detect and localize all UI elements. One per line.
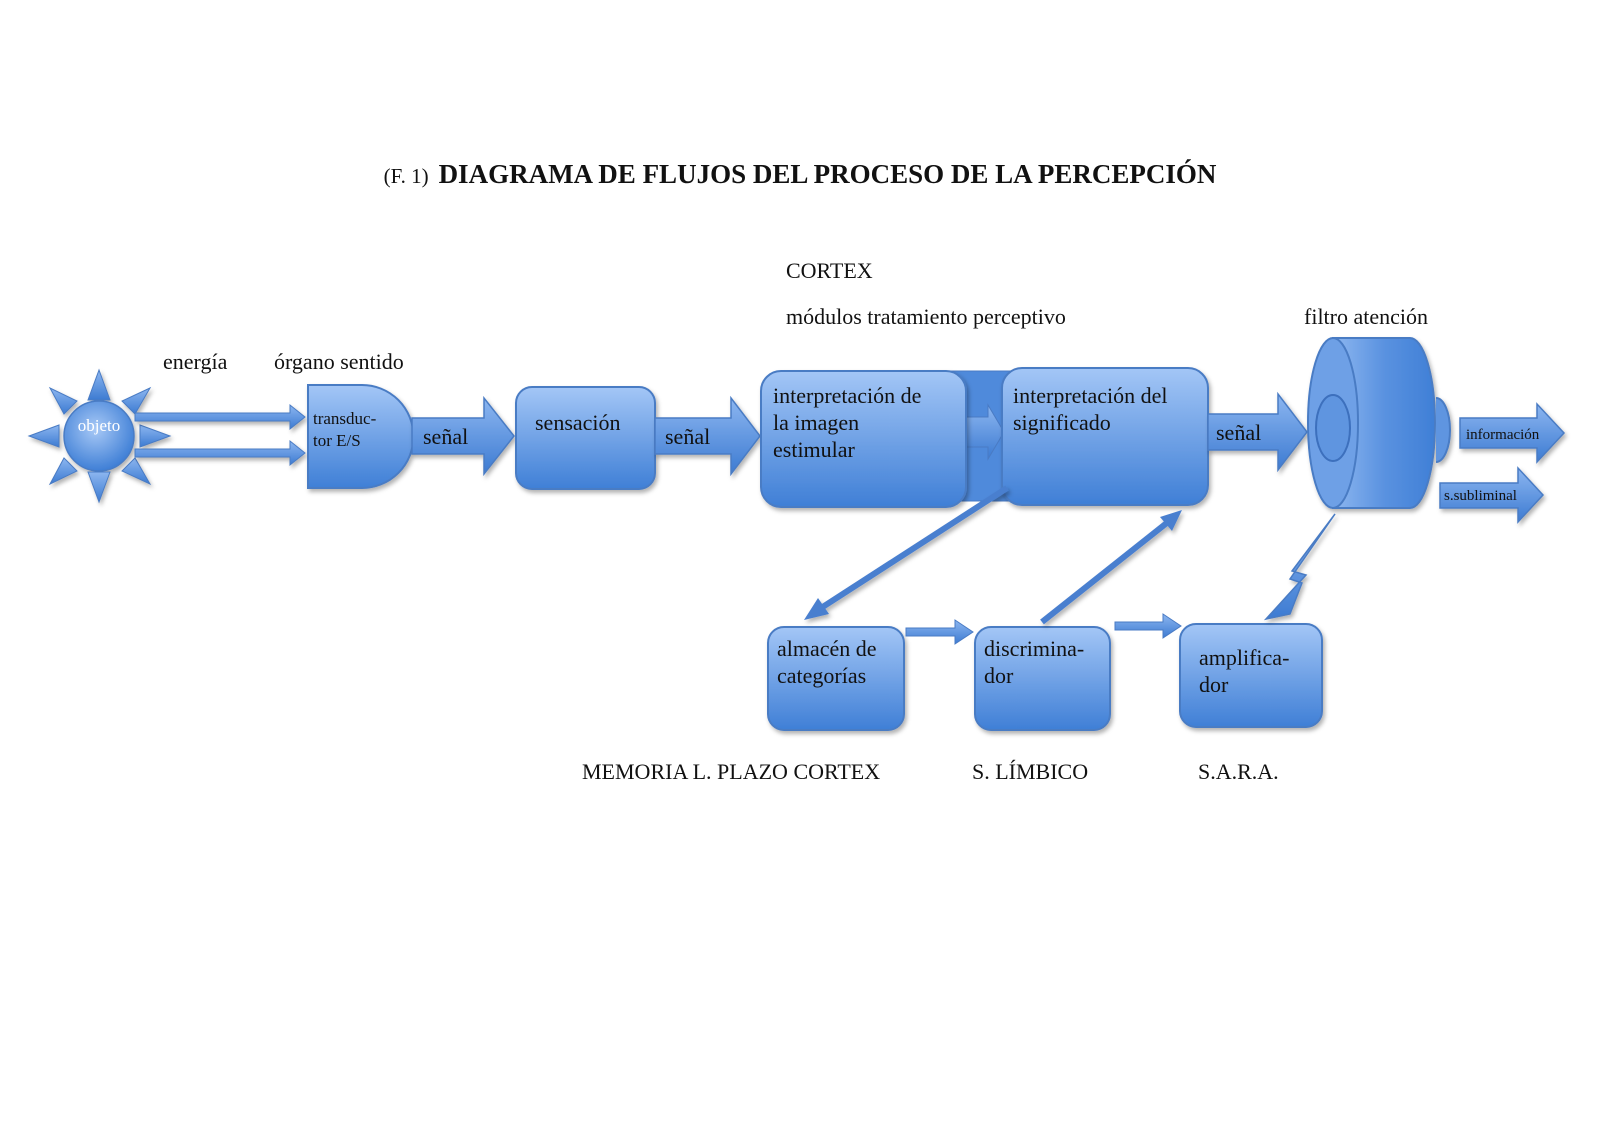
transductor-line-2: tor E/S xyxy=(313,431,361,450)
significado-to-almacen-arrow xyxy=(804,485,1009,620)
interp-imagen-label: interpretación de la imagen estimular xyxy=(773,383,927,462)
senal-label-2: señal xyxy=(665,424,710,449)
filtro-atencion-node xyxy=(1307,337,1451,509)
transductor-line-1: transduc- xyxy=(313,409,377,428)
senal-label-1: señal xyxy=(423,424,468,449)
diagram-title: (F. 1) DIAGRAMA DE FLUJOS DEL PROCESO DE… xyxy=(384,159,1217,189)
label-sara: S.A.R.A. xyxy=(1198,759,1279,784)
discriminador-to-significado-arrow xyxy=(1040,510,1182,625)
discriminador-line-1: discrimina- xyxy=(984,636,1084,661)
subliminal-label: s.subliminal xyxy=(1444,488,1517,504)
senal-arrow-1 xyxy=(411,395,515,477)
objeto-sun-icon xyxy=(27,368,172,504)
informacion-label: información xyxy=(1466,427,1540,443)
label-organo-sentido: órgano sentido xyxy=(274,349,404,374)
sensacion-label: sensación xyxy=(535,410,621,435)
almacen-line-1: almacén de xyxy=(777,636,877,661)
sensacion-node xyxy=(515,386,656,490)
discriminador-line-2: dor xyxy=(984,663,1014,688)
discriminador-label: discrimina- dor xyxy=(984,636,1090,688)
amplificador-line-1: amplifica- xyxy=(1199,645,1289,670)
amplificador-line-2: dor xyxy=(1199,672,1229,697)
informacion-arrow xyxy=(1459,402,1566,464)
label-limbico: S. LÍMBICO xyxy=(972,759,1088,784)
amplificador-label: amplifica- dor xyxy=(1199,645,1295,697)
label-memoria: MEMORIA L. PLAZO CORTEX xyxy=(582,759,880,784)
almacen-node xyxy=(767,626,905,731)
label-cortex: CORTEX xyxy=(786,258,873,283)
discriminador-node xyxy=(974,626,1111,731)
interp-significado-line-1: interpretación del xyxy=(1013,383,1168,408)
almacen-line-2: categorías xyxy=(777,663,866,688)
interp-significado-label: interpretación del significado xyxy=(1013,383,1173,435)
energy-arrows xyxy=(134,403,306,467)
interp-imagen-line-3: estimular xyxy=(773,437,856,462)
amplificador-node xyxy=(1179,623,1323,728)
senal-arrow-3 xyxy=(1207,391,1308,473)
interp-imagen-line-2: la imagen xyxy=(773,410,859,435)
interp-significado-line-2: significado xyxy=(1013,410,1111,435)
subliminal-arrow xyxy=(1439,466,1545,524)
label-modulos: módulos tratamiento perceptivo xyxy=(786,304,1066,329)
lightning-bolt-icon xyxy=(1263,513,1336,621)
almacen-label: almacén de categorías xyxy=(777,636,882,688)
interp-imagen-line-1: interpretación de xyxy=(773,383,921,408)
label-energia: energía xyxy=(163,349,228,374)
senal-label-3: señal xyxy=(1216,420,1261,445)
discriminador-to-amplificador-arrow xyxy=(1114,613,1182,639)
title-prefix: (F. 1) xyxy=(384,164,429,188)
transductor-label: transduc- tor E/S xyxy=(313,409,381,450)
senal-arrow-2 xyxy=(654,395,761,477)
label-filtro-atencion: filtro atención xyxy=(1304,304,1428,329)
almacen-to-discriminador-arrow xyxy=(905,619,974,645)
interp-imagen-node xyxy=(760,370,967,508)
title-main: DIAGRAMA DE FLUJOS DEL PROCESO DE LA PER… xyxy=(439,159,1217,189)
objeto-label: objeto xyxy=(78,416,121,435)
